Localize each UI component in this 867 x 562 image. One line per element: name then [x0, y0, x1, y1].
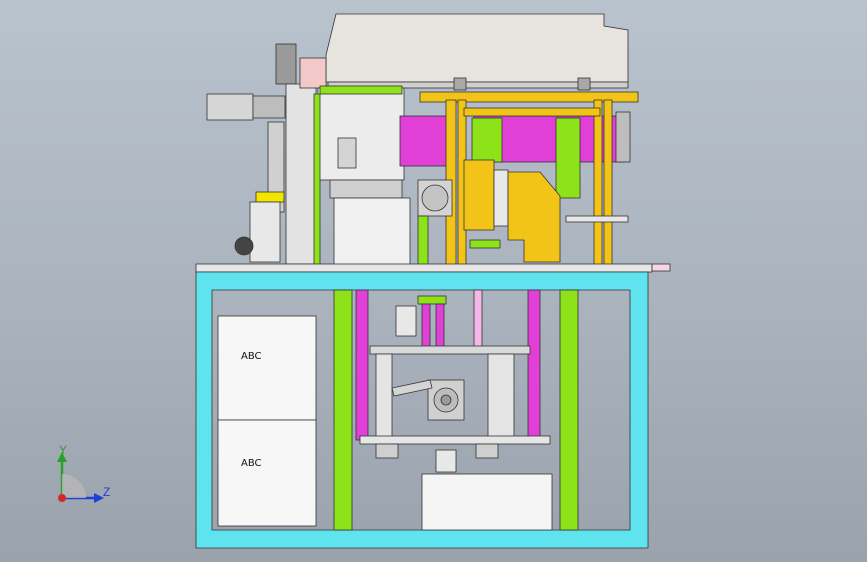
hood-rail — [327, 81, 629, 89]
foot-block — [475, 443, 499, 459]
top-hood — [325, 13, 629, 83]
y-arrow-head — [57, 452, 67, 462]
axis-triad: Y Z — [57, 443, 110, 503]
cabinet — [195, 271, 649, 549]
green-leg-left — [333, 289, 353, 531]
valve-block — [395, 305, 417, 337]
right-shelf — [565, 215, 629, 223]
z-arrow-head — [94, 493, 104, 503]
head-body — [333, 197, 411, 267]
knob — [234, 236, 254, 256]
magenta-rod — [527, 289, 541, 441]
pink-cap — [299, 57, 327, 89]
motor-flange — [252, 95, 286, 119]
green-rod — [417, 215, 429, 267]
box-top — [217, 315, 317, 421]
green-block — [471, 117, 503, 163]
mechanism-left-post — [375, 353, 393, 441]
magenta-short-rod — [421, 303, 431, 351]
magenta-rod — [355, 289, 369, 441]
y-axis-label: Y — [59, 443, 67, 457]
green-rod-left — [313, 93, 321, 267]
yellow-bracket — [507, 171, 561, 263]
head-nozzle — [337, 137, 357, 169]
yellow-cross-beam — [463, 107, 601, 117]
green-block — [555, 117, 581, 199]
cylinder-plate — [493, 169, 509, 227]
roller-disc — [421, 184, 449, 212]
box-bottom-label: ABC — [241, 458, 262, 469]
box-top-label: ABC — [241, 351, 262, 362]
yellow-cylinder — [463, 159, 495, 231]
left-column — [285, 83, 317, 265]
left-yellow-block — [255, 191, 285, 203]
z-axis-label: Z — [103, 485, 110, 499]
magenta-short-rod — [435, 303, 445, 351]
table-plate — [195, 263, 653, 273]
hood-bolt — [577, 77, 591, 91]
upper-assembly — [206, 13, 639, 267]
table-pink-tab — [651, 263, 671, 272]
left-column-top — [275, 43, 297, 85]
left-base-block — [249, 201, 281, 263]
box-bottom — [217, 419, 317, 527]
green-top-cap — [417, 295, 447, 305]
servo-motor — [206, 93, 254, 121]
magenta-plate-left — [399, 115, 451, 167]
triad-plane — [62, 474, 86, 498]
head-lower — [329, 179, 403, 199]
cyan-frame — [195, 271, 649, 549]
green-leg-right — [559, 289, 579, 531]
pink-rod — [473, 289, 483, 351]
right-end-plate — [615, 111, 631, 163]
table-top — [195, 263, 671, 273]
hood-bolt — [453, 77, 467, 91]
green-base-plate — [469, 239, 501, 249]
yellow-post — [603, 99, 613, 267]
central-head — [317, 87, 405, 181]
base-box — [421, 473, 553, 531]
mechanism-right-post — [487, 353, 515, 441]
center-foot — [435, 449, 457, 473]
linkage-arm — [391, 379, 433, 397]
yellow-post — [593, 99, 603, 267]
mechanism-base — [359, 435, 551, 445]
foot-block — [375, 443, 399, 459]
head-green-rail — [319, 85, 403, 95]
mechanism-top-plate — [369, 345, 531, 355]
cam-hub — [440, 394, 452, 406]
yellow-top-beam — [419, 91, 639, 103]
x-axis-dot — [58, 494, 66, 502]
